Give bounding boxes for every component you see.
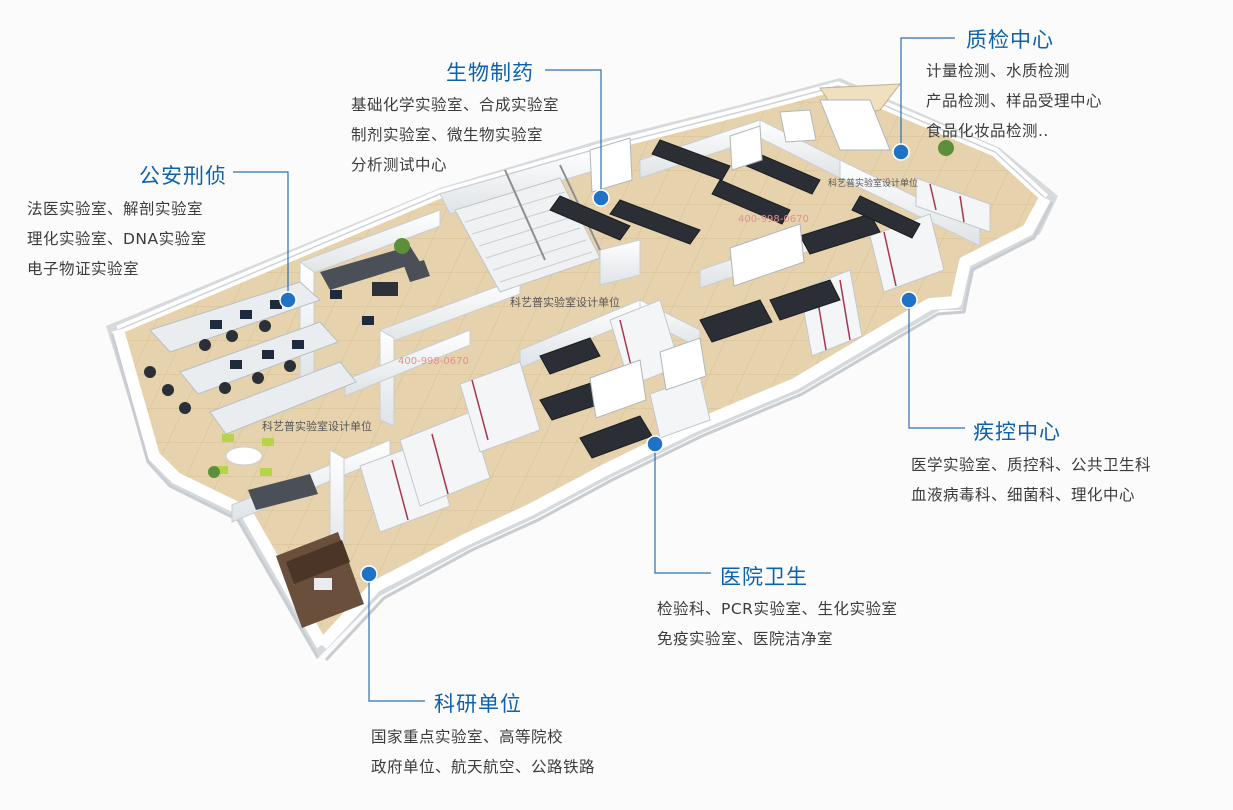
marker-shengwu[interactable] xyxy=(592,189,610,207)
callout-zhijian-line-3: 食品化妆品检测.. xyxy=(926,122,1049,140)
callout-shengwu-line-3: 分析测试中心 xyxy=(351,156,448,174)
leader-keyan xyxy=(368,574,425,702)
leader-shengwu xyxy=(545,69,602,198)
callout-zhijian-line-1: 计量检测、水质检测 xyxy=(926,62,1071,80)
callout-shengwu-line-2: 制剂实验室、微生物实验室 xyxy=(351,126,544,144)
callout-jikong-line-2: 血液病毒科、细菌科、理化中心 xyxy=(911,486,1136,504)
callout-gongan-title: 公安刑侦 xyxy=(139,164,227,188)
callout-keyan-title: 科研单位 xyxy=(434,692,522,716)
callout-zhijian-line-2: 产品检测、样品受理中心 xyxy=(926,92,1103,110)
callout-keyan-line-1: 国家重点实验室、高等院校 xyxy=(371,728,564,746)
watermark-phone-2: 400-998-0670 xyxy=(738,214,809,225)
leader-yiyuan xyxy=(654,444,711,574)
leader-gongan xyxy=(233,171,289,300)
callout-shengwu-title: 生物制药 xyxy=(446,61,534,85)
watermark-phone-1: 400-998-0670 xyxy=(398,356,469,367)
marker-yiyuan[interactable] xyxy=(646,435,664,453)
callout-yiyuan-line-2: 免疫实验室、医院洁净室 xyxy=(657,630,834,648)
marker-gongan[interactable] xyxy=(279,291,297,309)
floor xyxy=(118,86,1045,645)
marker-zhijian[interactable] xyxy=(892,143,910,161)
callout-gongan-line-1: 法医实验室、解剖实验室 xyxy=(27,200,204,218)
callout-shengwu-line-1: 基础化学实验室、合成实验室 xyxy=(351,96,560,114)
leader-jikong xyxy=(908,300,965,429)
marker-keyan[interactable] xyxy=(360,565,378,583)
callout-keyan-line-2: 政府单位、航天航空、公路铁路 xyxy=(371,758,596,776)
callout-gongan-line-2: 理化实验室、DNA实验室 xyxy=(27,230,207,248)
callout-jikong-line-1: 医学实验室、质控科、公共卫生科 xyxy=(911,456,1152,474)
leader-zhijian xyxy=(900,37,955,150)
callout-yiyuan-title: 医院卫生 xyxy=(720,565,808,589)
callout-gongan-line-3: 电子物证实验室 xyxy=(27,260,140,278)
callout-zhijian-title: 质检中心 xyxy=(966,28,1054,52)
watermark-brand-3: 科艺普实验室设计单位 xyxy=(828,177,918,189)
marker-jikong[interactable] xyxy=(900,291,918,309)
callout-jikong-title: 疾控中心 xyxy=(973,420,1061,444)
callout-yiyuan-line-1: 检验科、PCR实验室、生化实验室 xyxy=(657,600,898,618)
watermark-brand-2: 科艺普实验室设计单位 xyxy=(262,419,372,433)
watermark-brand-1: 科艺普实验室设计单位 xyxy=(510,295,620,309)
